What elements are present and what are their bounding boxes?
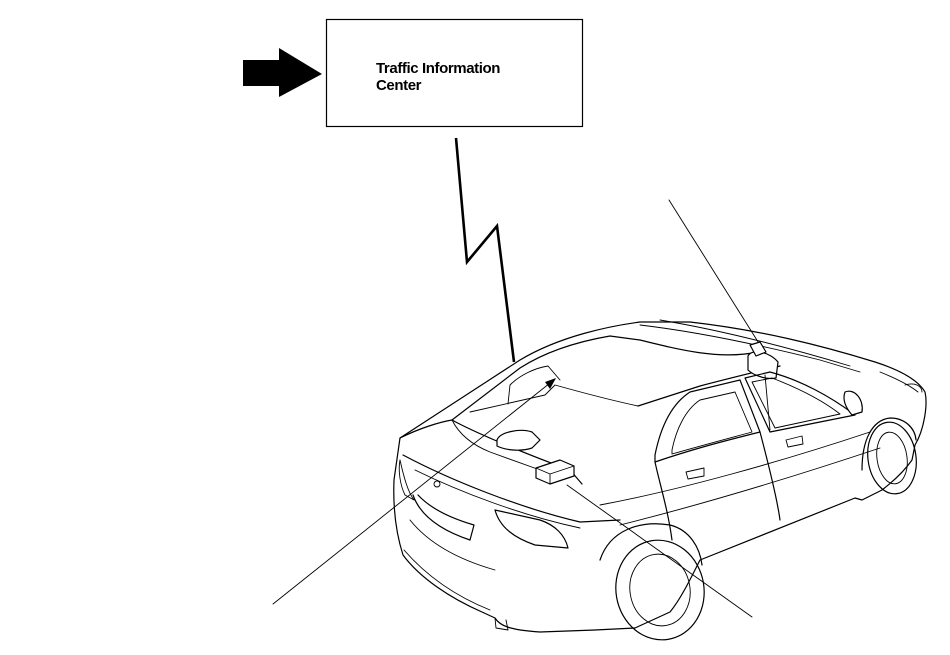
leader-line-rear-antenna	[272, 378, 556, 605]
leader-line-roof-unit	[668, 199, 761, 346]
info-box-label-line2: Center	[376, 77, 422, 94]
info-box	[325, 18, 584, 128]
leader-line-trunk-unit	[566, 484, 753, 618]
right-arrow-icon	[243, 48, 322, 97]
lightning-bolt-icon	[454, 137, 516, 363]
info-box-label-line1: Traffic Information	[376, 60, 500, 77]
car-illustration	[393, 319, 927, 641]
leader-arrowhead	[545, 378, 556, 389]
